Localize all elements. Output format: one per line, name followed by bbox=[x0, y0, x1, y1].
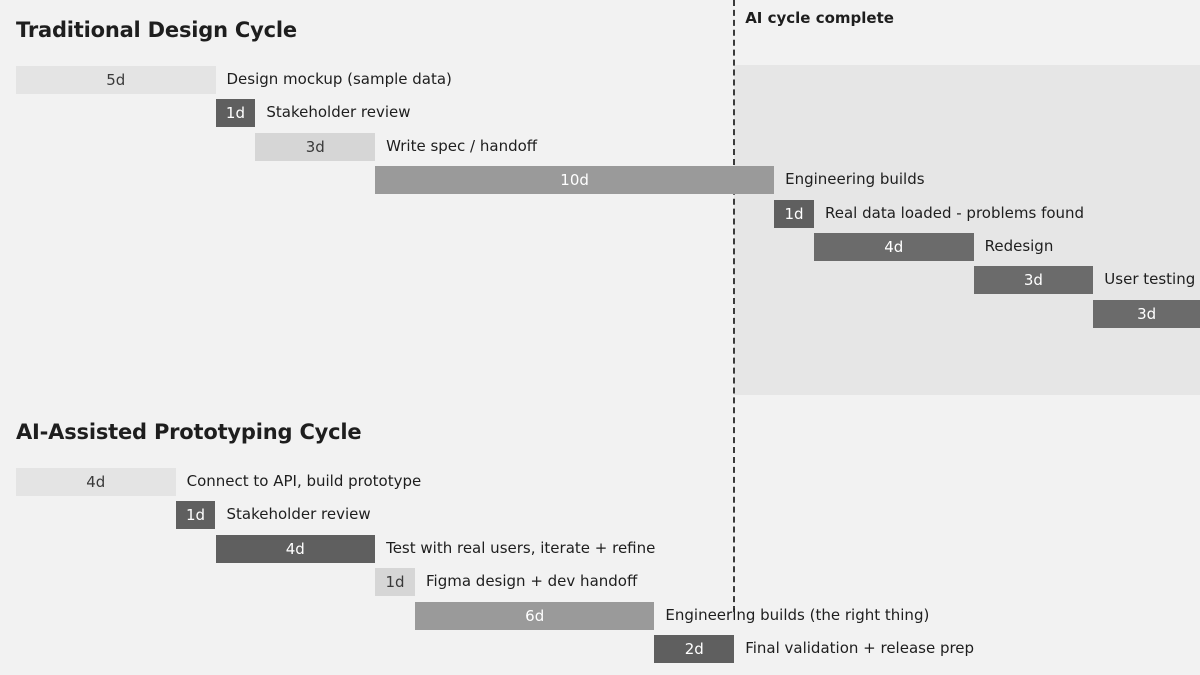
task-label: Connect to API, build prototype bbox=[186, 472, 422, 490]
task-label: Design mockup (sample data) bbox=[226, 70, 452, 88]
task-bar: 10d bbox=[375, 166, 775, 195]
task-bar: 4d bbox=[814, 233, 974, 261]
task-label: Stakeholder review bbox=[226, 505, 371, 524]
task-label: Test with real users, iterate + refine bbox=[386, 538, 656, 557]
traditional-cycle-title: Traditional Design Cycle bbox=[16, 18, 297, 42]
task-bar: 2d bbox=[654, 635, 735, 663]
task-label: User testing bbox=[1104, 270, 1196, 289]
task-bar: 4d bbox=[16, 468, 176, 496]
post-ai-shaded-region bbox=[734, 65, 1200, 395]
task-bar: 1d bbox=[215, 99, 256, 128]
task-label: Real data loaded - problems found bbox=[825, 203, 1085, 222]
task-bar: 5d bbox=[16, 66, 216, 94]
task-label: Engineering builds bbox=[785, 170, 925, 189]
task-bar: 3d bbox=[973, 266, 1094, 295]
task-bar: 1d bbox=[375, 568, 415, 597]
task-label: Redesign bbox=[984, 237, 1054, 255]
task-label: Write spec / handoff bbox=[386, 136, 538, 155]
task-label: Figma design + dev handoff bbox=[426, 572, 638, 591]
task-label: Engineering builds (the right thing) bbox=[665, 605, 930, 624]
task-bar: 1d bbox=[774, 199, 814, 228]
task-label: Final validation + release prep bbox=[745, 639, 975, 657]
task-bar: 1d bbox=[175, 501, 216, 530]
ai-cycle-title: AI-Assisted Prototyping Cycle bbox=[16, 420, 362, 444]
ai-complete-marker-label: AI cycle complete bbox=[745, 9, 894, 27]
task-bar: 3d bbox=[255, 132, 376, 161]
task-bar: 4d bbox=[215, 534, 376, 563]
ai-complete-marker-line bbox=[733, 0, 736, 612]
task-label: Stakeholder review bbox=[266, 103, 411, 122]
task-bar: 3d bbox=[1093, 299, 1200, 328]
task-bar: 6d bbox=[415, 601, 655, 630]
